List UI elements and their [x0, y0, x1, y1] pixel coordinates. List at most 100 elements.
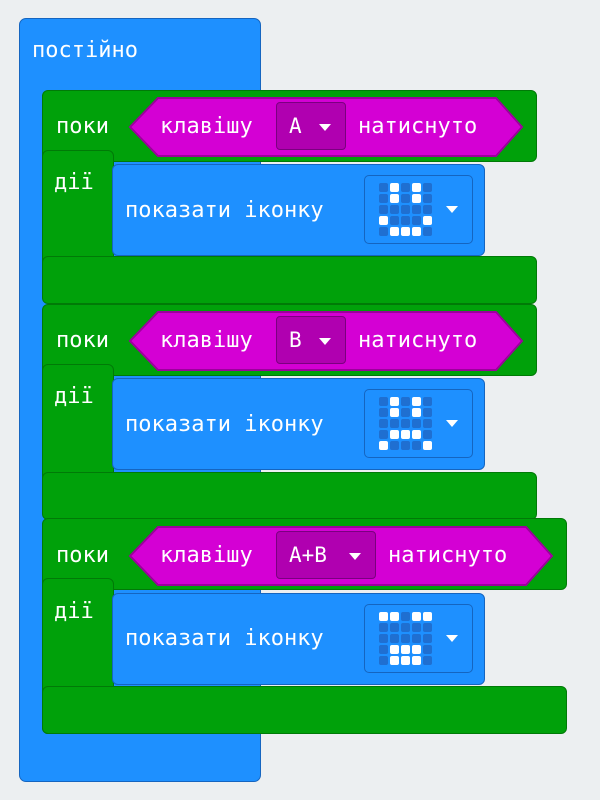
led-off	[379, 419, 388, 428]
led-off	[401, 634, 410, 643]
led-off	[390, 419, 399, 428]
led-off	[379, 397, 388, 406]
led-on	[412, 397, 421, 406]
led-on	[412, 194, 421, 203]
led-on	[390, 408, 399, 417]
condition-prefix: клавішу	[160, 328, 253, 353]
led-off	[401, 623, 410, 632]
while-label: поки	[56, 543, 109, 568]
led-on	[379, 216, 388, 225]
led-off	[401, 183, 410, 192]
led-on	[423, 441, 432, 450]
led-off	[412, 419, 421, 428]
led-off	[390, 205, 399, 214]
led-on	[412, 183, 421, 192]
while-label: поки	[56, 328, 109, 353]
button-dropdown[interactable]: B	[276, 316, 346, 364]
do-label: дії	[54, 599, 94, 624]
led-off	[390, 634, 399, 643]
led-off	[423, 205, 432, 214]
icon-dropdown[interactable]	[364, 389, 473, 458]
led-on	[390, 227, 399, 236]
led-off	[423, 656, 432, 665]
led-on	[390, 430, 399, 439]
led-off	[379, 408, 388, 417]
led-on	[390, 183, 399, 192]
led-on	[401, 430, 410, 439]
led-off	[401, 419, 410, 428]
led-off	[401, 612, 410, 621]
led-off	[379, 645, 388, 654]
button-value: B	[289, 328, 302, 352]
led-off	[412, 441, 421, 450]
led-on	[401, 645, 410, 654]
do-label: дії	[54, 384, 94, 409]
led-off	[379, 227, 388, 236]
led-off	[423, 227, 432, 236]
show-icon-label: показати іконку	[125, 626, 324, 651]
led-off	[379, 205, 388, 214]
led-off	[379, 430, 388, 439]
led-on	[412, 645, 421, 654]
led-on	[423, 612, 432, 621]
chevron-down-icon	[349, 553, 361, 560]
led-off	[412, 623, 421, 632]
icon-dropdown[interactable]	[364, 175, 473, 244]
led-on	[401, 656, 410, 665]
led-on	[390, 656, 399, 665]
led-off	[401, 216, 410, 225]
led-off	[401, 397, 410, 406]
show-icon-label: показати іконку	[125, 198, 324, 223]
led-on	[423, 216, 432, 225]
led-off	[423, 194, 432, 203]
icon-dropdown[interactable]	[364, 604, 473, 673]
while-label: поки	[56, 114, 109, 139]
led-off	[412, 216, 421, 225]
led-off	[423, 183, 432, 192]
led-off	[390, 623, 399, 632]
condition-prefix: клавішу	[160, 114, 253, 139]
led-off	[412, 205, 421, 214]
led-on	[412, 656, 421, 665]
button-dropdown[interactable]: A+B	[276, 531, 376, 579]
button-value: A	[289, 114, 302, 138]
led-off	[379, 623, 388, 632]
condition-prefix: клавішу	[160, 543, 253, 568]
chevron-down-icon	[319, 338, 331, 345]
led-on	[412, 408, 421, 417]
led-off	[412, 634, 421, 643]
icon-preview	[379, 183, 432, 236]
led-off	[401, 441, 410, 450]
led-on	[412, 612, 421, 621]
led-off	[401, 205, 410, 214]
led-off	[423, 419, 432, 428]
led-off	[423, 408, 432, 417]
led-off	[379, 656, 388, 665]
chevron-down-icon	[446, 420, 458, 427]
led-off	[390, 441, 399, 450]
condition-suffix: натиснуто	[388, 543, 508, 568]
forever-label: постійно	[32, 38, 138, 63]
led-on	[379, 441, 388, 450]
chevron-down-icon	[446, 635, 458, 642]
led-off	[401, 194, 410, 203]
show-icon-label: показати іконку	[125, 412, 324, 437]
led-on	[412, 227, 421, 236]
led-on	[390, 194, 399, 203]
led-off	[423, 397, 432, 406]
led-off	[379, 194, 388, 203]
led-off	[423, 634, 432, 643]
icon-preview	[379, 612, 432, 665]
chevron-down-icon	[319, 124, 331, 131]
led-off	[401, 408, 410, 417]
led-off	[423, 645, 432, 654]
icon-preview	[379, 397, 432, 450]
led-on	[390, 612, 399, 621]
led-on	[390, 645, 399, 654]
button-dropdown[interactable]: A	[276, 102, 346, 150]
led-on	[412, 430, 421, 439]
do-label: дії	[54, 170, 94, 195]
chevron-down-icon	[446, 206, 458, 213]
led-off	[379, 183, 388, 192]
led-off	[423, 430, 432, 439]
